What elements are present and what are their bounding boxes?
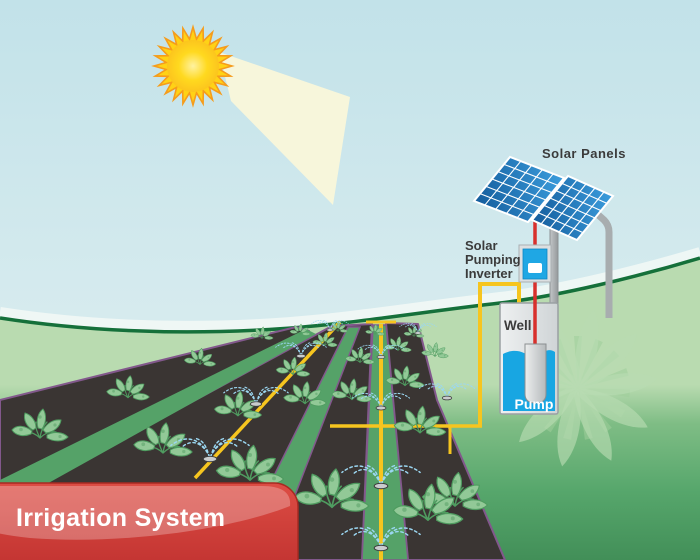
horizon-line xyxy=(0,256,700,334)
svg-text:Pumping: Pumping xyxy=(465,252,521,267)
pump: Pump xyxy=(515,343,554,412)
grass-strip xyxy=(0,329,316,510)
banner-gloss xyxy=(0,486,291,540)
sun-beam xyxy=(219,52,350,205)
pump-label: Pump xyxy=(515,396,554,412)
inverter-display xyxy=(528,263,542,273)
panel-strut xyxy=(574,193,613,318)
title-text: Irrigation System xyxy=(16,504,225,532)
solar-panel-right xyxy=(532,176,613,240)
svg-text:Solar: Solar xyxy=(465,238,498,253)
irrigation-pipes xyxy=(193,282,521,560)
inverter-label: Solar Pumping Inverter xyxy=(465,238,521,281)
well-supply-pipe xyxy=(478,282,521,426)
well-label: Well xyxy=(504,318,532,333)
sun-disc xyxy=(167,40,219,92)
banner-background xyxy=(0,482,299,560)
svg-text:Inverter: Inverter xyxy=(465,266,513,281)
grass-strip xyxy=(361,324,409,560)
lateral-pipe xyxy=(193,320,342,480)
sun-icon xyxy=(151,24,235,108)
title-banner: Irrigation System xyxy=(0,482,299,560)
pump-body xyxy=(524,343,547,404)
solar-panel-left xyxy=(474,157,564,222)
horizon-glow xyxy=(0,247,700,331)
solar-pumping-inverter xyxy=(518,244,552,283)
solar-panels-label: Solar Panels xyxy=(542,146,626,161)
